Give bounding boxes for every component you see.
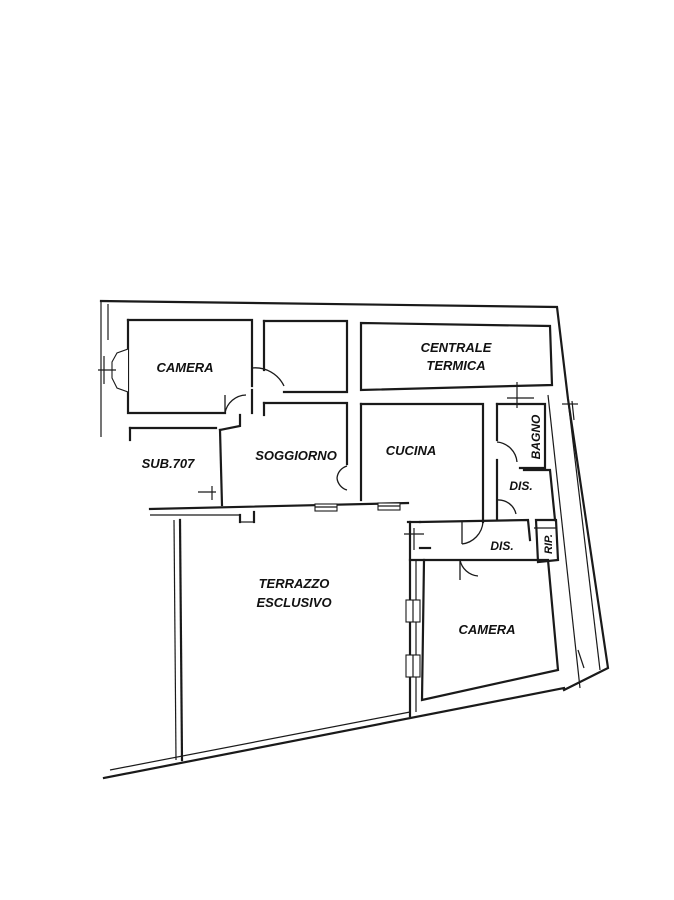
outer-boundary xyxy=(99,299,610,692)
label-terrazzo-line1: TERRAZZO xyxy=(259,576,330,591)
room-bagno-walls xyxy=(495,382,547,470)
wall-soggiorno-bottom xyxy=(148,486,410,524)
label-centrale-line2: TERMICA xyxy=(426,358,485,373)
label-soggiorno: SOGGIORNO xyxy=(255,448,337,463)
label-terrazzo-line2: ESCLUSIVO xyxy=(256,595,331,610)
label-dis-lower: DIS. xyxy=(490,539,513,553)
room-sub707-walls xyxy=(128,426,218,442)
label-dis-upper: DIS. xyxy=(509,479,532,493)
label-rip: RIP. xyxy=(543,534,555,554)
label-bagno: BAGNO xyxy=(529,414,543,459)
room-camera-bottom-walls xyxy=(408,558,560,702)
room-cucina-walls xyxy=(359,402,485,524)
room-small-middle-walls xyxy=(262,319,349,394)
label-camera-bottom: CAMERA xyxy=(458,622,515,637)
label-cucina: CUCINA xyxy=(386,443,437,458)
room-soggiorno-walls xyxy=(218,394,349,507)
room-terrazzo-walls xyxy=(102,518,566,780)
label-centrale-line1: CENTRALE xyxy=(421,340,492,355)
room-dis-walls xyxy=(404,458,560,564)
label-camera-top: CAMERA xyxy=(156,360,213,375)
label-sub707: SUB.707 xyxy=(142,456,196,471)
room-camera-top-walls xyxy=(98,318,285,415)
room-centrale-termica-walls xyxy=(359,321,554,392)
